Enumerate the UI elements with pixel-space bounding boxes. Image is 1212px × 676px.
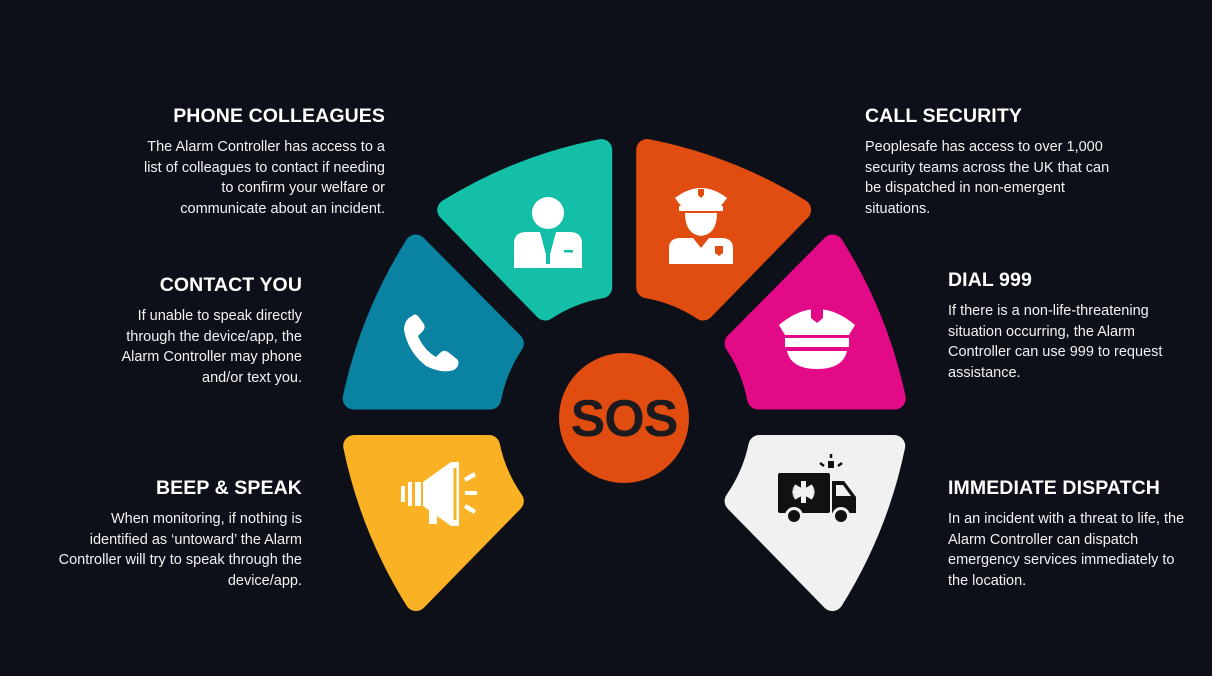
call-security-block: CALL SECURITY Peoplesafe has access to o… — [865, 104, 1110, 219]
ambulance-icon — [778, 454, 856, 525]
segment-immediate-dispatch — [724, 435, 906, 611]
immediate-dispatch-title: IMMEDIATE DISPATCH — [948, 477, 1160, 499]
colleague-icon — [514, 197, 582, 268]
contact-you-text: If unable to speak directly through the … — [121, 308, 302, 386]
contact-you-title: CONTACT YOU — [159, 274, 302, 296]
sos-circle — [559, 353, 689, 483]
contact-you-block: CONTACT YOU If unable to speak directly … — [92, 273, 302, 388]
dial-999-text: If there is a non-life-threatening situa… — [948, 303, 1163, 381]
beep-speak-title: BEEP & SPEAK — [155, 477, 302, 499]
dial-999-block: DIAL 999 If there is a non-life-threaten… — [948, 268, 1188, 383]
megaphone-icon — [401, 462, 477, 526]
segment-phone-colleagues — [437, 139, 613, 321]
call-security-text: Peoplesafe has access to over 1,000 secu… — [865, 139, 1110, 217]
beep-speak-text: When monitoring, if nothing is identifie… — [58, 511, 302, 589]
immediate-dispatch-block: IMMEDIATE DISPATCH In an incident with a… — [948, 476, 1188, 591]
phone-colleagues-title: PHONE COLLEAGUES — [173, 105, 385, 127]
segment-contact-you — [342, 234, 524, 410]
phone-colleagues-text: The Alarm Controller has access to a lis… — [143, 139, 385, 217]
police-cap-icon — [779, 309, 855, 369]
beep-speak-block: BEEP & SPEAK When monitoring, if nothing… — [52, 476, 302, 591]
security-guard-icon — [669, 188, 733, 264]
phone-colleagues-block: PHONE COLLEAGUES The Alarm Controller ha… — [135, 104, 385, 219]
sos-label: SOS — [571, 390, 678, 448]
dial-999-title: DIAL 999 — [948, 269, 1032, 291]
segment-call-security — [636, 139, 812, 321]
phone-icon — [404, 314, 459, 372]
immediate-dispatch-text: In an incident with a threat to life, th… — [948, 511, 1185, 589]
call-security-title: CALL SECURITY — [865, 105, 1022, 127]
